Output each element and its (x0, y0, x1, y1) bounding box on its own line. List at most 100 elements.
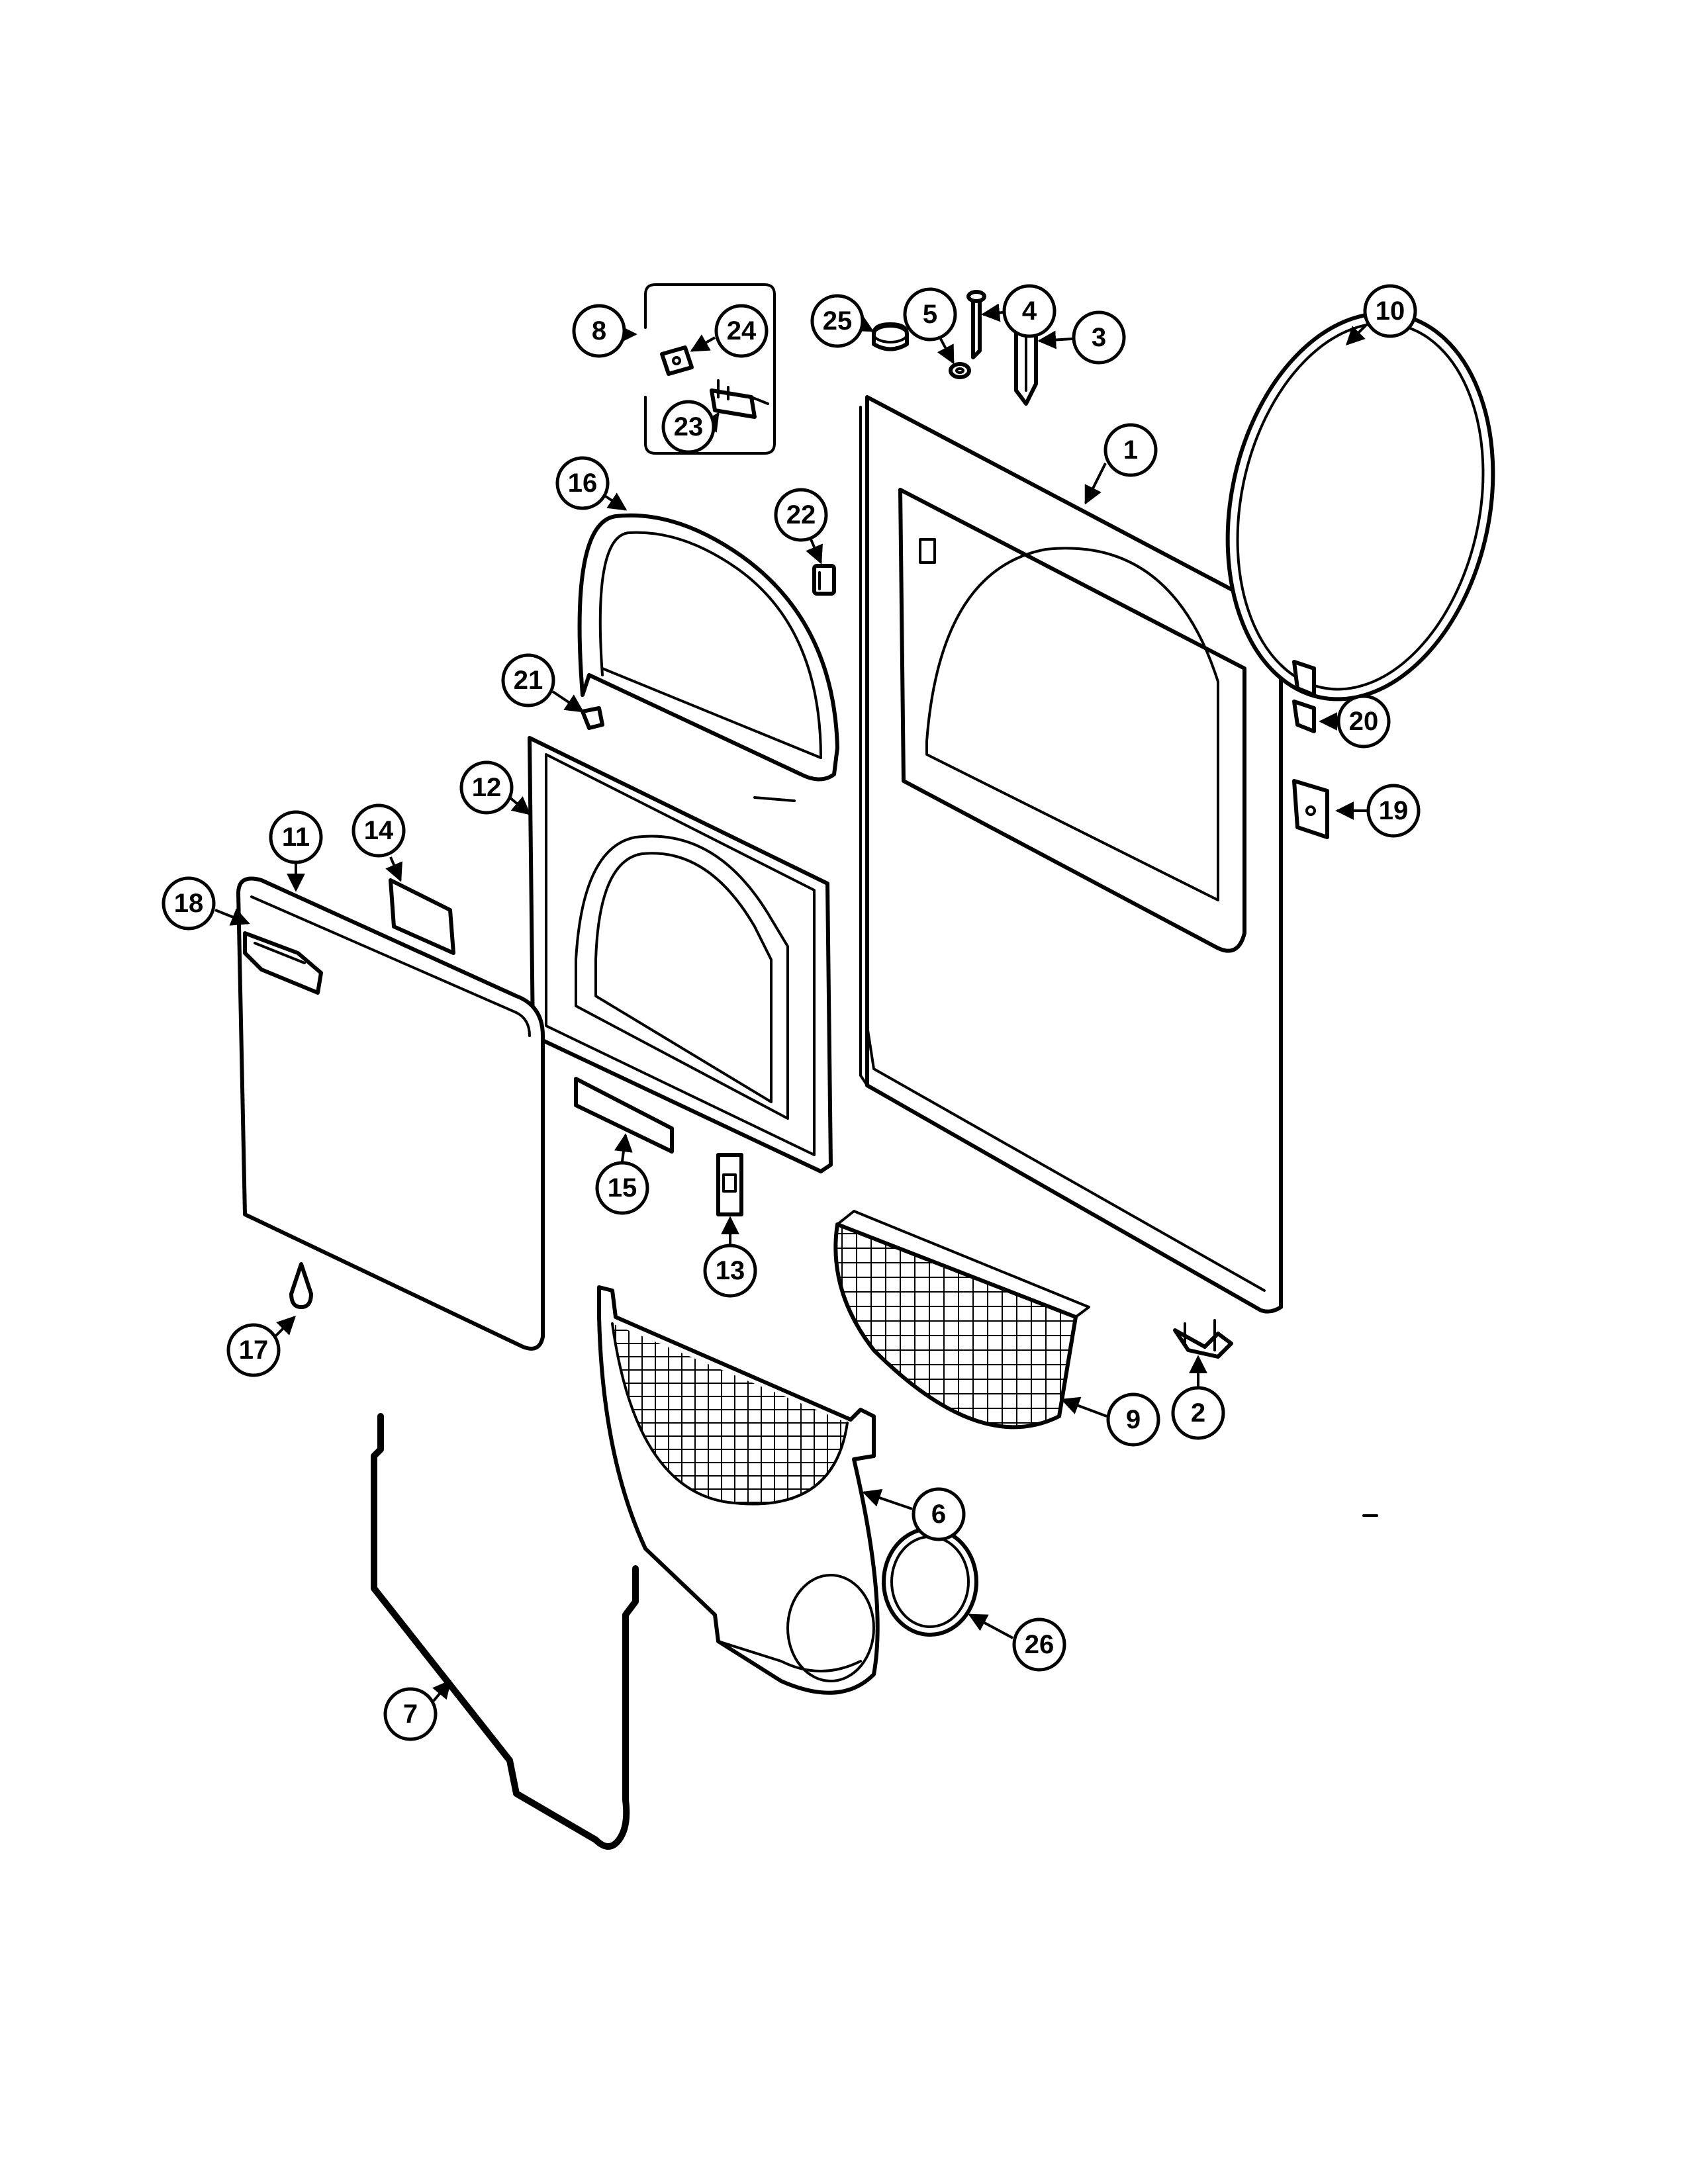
callout-number-1: 1 (1123, 435, 1138, 465)
callout-number-16: 16 (568, 469, 598, 498)
callout-3: 3 (1037, 310, 1126, 365)
callout-number-13: 13 (716, 1256, 745, 1285)
callout-11: 11 (269, 810, 323, 892)
strike-part-13 (716, 1153, 743, 1216)
callout-2: 2 (1171, 1355, 1225, 1440)
duct-panel-part-6 (597, 1285, 880, 1695)
callout-circle-7 (383, 1687, 438, 1741)
callout-number-21: 21 (514, 666, 543, 695)
callout-number-26: 26 (1025, 1630, 1055, 1659)
duct-gasket-part-26 (882, 1527, 978, 1637)
callout-number-3: 3 (1092, 323, 1106, 352)
callout-15: 15 (595, 1133, 649, 1215)
callout-5: 5 (903, 287, 957, 365)
callout-number-11: 11 (282, 823, 310, 852)
callout-number-19: 19 (1379, 796, 1409, 825)
callout-number-17: 17 (239, 1336, 269, 1365)
callout-13: 13 (703, 1216, 757, 1298)
callout-circle-19 (1366, 784, 1421, 838)
stray-marks (753, 796, 1378, 1517)
leader-arrow-3 (1037, 330, 1073, 349)
callout-circle-25 (810, 294, 865, 348)
callout-circle-12 (459, 760, 514, 815)
callout-circle-5 (903, 287, 957, 341)
callout-circle-9 (1106, 1392, 1160, 1447)
callout-circle-4 (1002, 284, 1056, 338)
callout-4: 4 (981, 284, 1056, 338)
callout-number-20: 20 (1349, 707, 1379, 736)
washer-part-5 (949, 362, 971, 379)
handle-part-18 (243, 931, 323, 995)
plug-part-25 (872, 322, 909, 351)
leader-arrow-17 (273, 1316, 296, 1338)
callout-number-8: 8 (592, 316, 606, 345)
callout-7: 7 (383, 1679, 451, 1741)
callout-number-22: 22 (786, 500, 816, 529)
callout-circle-13 (703, 1244, 757, 1298)
leader-arrow-9 (1060, 1396, 1107, 1418)
leader-arrow-22 (806, 539, 823, 565)
callout-circle-6 (912, 1487, 966, 1541)
callout-number-18: 18 (174, 889, 204, 918)
callout-number-6: 6 (931, 1500, 946, 1529)
callout-circle-20 (1336, 694, 1391, 749)
callout-number-2: 2 (1191, 1398, 1205, 1428)
wire-harness-part-7 (371, 1413, 639, 1850)
callout-24: 24 (690, 304, 769, 358)
callout-21: 21 (501, 653, 585, 713)
callout-number-5: 5 (923, 300, 937, 329)
part-kit-box-8 (644, 283, 776, 455)
callout-10: 10 (1346, 284, 1417, 345)
outer-door-panel-part-11 (236, 876, 545, 1351)
hinge-brackets-19-20 (1292, 660, 1329, 839)
callout-circle-18 (162, 876, 216, 931)
clip-part-21 (581, 706, 604, 730)
leader-arrow-6 (862, 1488, 913, 1510)
callout-circle-21 (501, 653, 555, 707)
callout-23: 23 (661, 400, 720, 454)
screw-part-4 (966, 290, 986, 359)
callout-circle-23 (661, 400, 716, 454)
callout-circle-16 (555, 456, 610, 510)
leader-arrow-16 (604, 492, 628, 511)
callout-19: 19 (1335, 784, 1421, 838)
callout-number-15: 15 (608, 1173, 637, 1203)
callout-6: 6 (862, 1487, 966, 1541)
callout-circle-24 (714, 304, 769, 358)
clip-part-22 (812, 564, 836, 596)
switch-part-23 (710, 379, 769, 419)
callout-number-25: 25 (823, 306, 853, 336)
callout-number-10: 10 (1376, 296, 1405, 326)
callout-25: 25 (810, 294, 874, 348)
callout-26: 26 (968, 1614, 1066, 1672)
callout-circle-11 (269, 810, 323, 864)
leader-arrow-14 (385, 856, 402, 882)
callout-number-12: 12 (472, 773, 502, 802)
callout-17: 17 (226, 1316, 296, 1377)
callout-16: 16 (555, 456, 628, 511)
callout-number-14: 14 (364, 816, 394, 845)
strip-part-15 (574, 1077, 674, 1154)
callout-circle-10 (1363, 284, 1417, 338)
callout-number-7: 7 (403, 1700, 418, 1729)
latch-plate-part-24 (660, 345, 694, 376)
callout-circle-26 (1012, 1617, 1066, 1672)
pad-part-14 (389, 878, 455, 955)
callout-22: 22 (774, 488, 828, 565)
callout-8: 8 (572, 304, 637, 358)
leader-arrow-1 (1084, 463, 1107, 505)
leader-arrow-26 (968, 1614, 1013, 1639)
callout-circle-1 (1103, 423, 1158, 477)
callout-9: 9 (1060, 1392, 1160, 1447)
front-panel-part (859, 395, 1283, 1314)
callout-circle-8 (572, 304, 626, 358)
leader-arrow-12 (508, 796, 532, 815)
callout-number-24: 24 (727, 316, 757, 345)
leader-arrow-5 (937, 337, 955, 365)
callout-number-4: 4 (1022, 296, 1037, 326)
bracket-part-2 (1173, 1319, 1233, 1359)
callout-1: 1 (1084, 423, 1158, 505)
callout-circle-3 (1072, 310, 1126, 365)
